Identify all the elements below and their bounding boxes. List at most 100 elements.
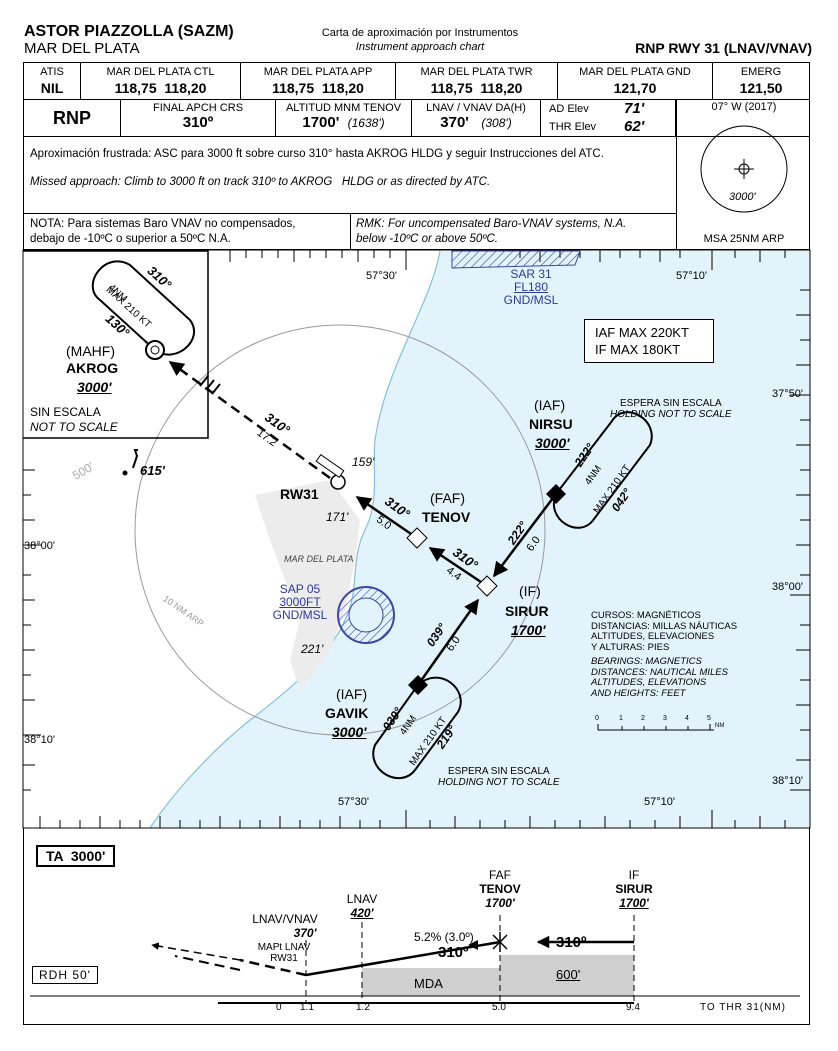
msa-circle — [700, 125, 788, 213]
speed-if: IF MAX 180KT — [595, 342, 681, 357]
profile-if-name: SIRUR — [615, 882, 653, 896]
nirsu-holding — [553, 411, 653, 529]
scale-4: 4 — [685, 715, 689, 722]
scale-5: 5 — [707, 715, 711, 722]
dist-1-2: 1.2 — [356, 1002, 370, 1013]
profile-glidepath — [305, 940, 501, 977]
obstacle-171: 171' — [326, 510, 349, 524]
gavik-nts-en: HOLDING NOT TO SCALE — [438, 777, 560, 788]
airport-name: ASTOR PIAZZOLLA (SAZM) — [24, 23, 234, 40]
sar31-limit: GND/MSL — [503, 293, 559, 307]
profile-mapt: MAPt LNAV RW31 — [254, 942, 314, 964]
profile-missed-3 — [174, 955, 241, 971]
ad-elev-label: AD Elev — [549, 103, 589, 115]
sap05-inner — [348, 597, 384, 633]
inset-nts-es: SIN ESCALA — [30, 405, 101, 419]
nirsu-tag: (IAF) — [534, 397, 566, 413]
comm-label: MAR DEL PLATA TWR — [420, 66, 533, 78]
sar31-level: FL180 — [513, 280, 549, 294]
sap05-label: SAP 05 3000FT GND/MSL — [262, 583, 338, 622]
ad-elev: 71' — [624, 100, 645, 117]
profile-lnav-alt: 420' — [350, 906, 374, 920]
if-name: SIRUR — [505, 603, 549, 619]
inset-nts-en: NOT TO SCALE — [30, 420, 118, 434]
nota-line-1: NOTA: Para sistemas Baro VNAV no compens… — [30, 218, 296, 230]
min-alt-box: ALTITUD MNM TENOV 1700' (1638') — [276, 100, 412, 136]
lat-ticks — [23, 289, 810, 791]
comm-value: NIL — [40, 80, 64, 96]
gavik-holding — [372, 676, 462, 780]
da-box: LNAV / VNAV DA(H) 370' (308') — [412, 100, 541, 136]
nirsu-name: NIRSU — [529, 416, 573, 432]
scale-unit: NM — [715, 723, 725, 729]
inset-alt: 3000' — [77, 379, 112, 395]
lon-label-right: 57°10' — [676, 270, 707, 282]
missed-approach-track — [168, 360, 331, 480]
briefing-row: RNP FINAL APCH CRS 310º ALTITUD MNM TENO… — [23, 99, 810, 137]
comm-twr: MAR DEL PLATA TWR 118,75 118,20 — [396, 63, 558, 100]
comm-gnd: MAR DEL PLATA GND 121,70 — [558, 63, 713, 100]
lat-label-bot-right: 38°10' — [772, 775, 803, 787]
scale-bar — [597, 724, 714, 731]
nirsu-track — [493, 493, 557, 578]
profile-gradient: 5.2% (3.0º) — [414, 930, 474, 944]
plan-frame — [22, 249, 811, 829]
comm-label: MAR DEL PLATA CTL — [106, 66, 215, 78]
da-values: 370' (308') — [412, 114, 540, 131]
comm-value: 121,50 — [739, 80, 783, 96]
profile-lnav-label: LNAV 420' — [336, 892, 388, 920]
rmk-line-1: RMK: For uncompensated Baro-VNAV systems… — [356, 218, 627, 230]
da-height: (308') — [481, 116, 512, 130]
scale-1: 1 — [619, 715, 623, 722]
obstacle-615-label: 615' — [140, 463, 165, 478]
missed-es-text: ASC para 3000 ft sobre curso 310° hasta … — [154, 148, 604, 160]
nota-es: NOTA: Para sistemas Baro VNAV no compens… — [30, 217, 295, 247]
missed-es-label: Aproximación frustrada: — [30, 148, 152, 160]
coastline — [149, 250, 441, 829]
speed-iaf: IAF MAX 220KT — [595, 325, 689, 340]
legend-es-3: ALTITUDES, ELEVACIONES — [591, 631, 715, 642]
inset-akrog: AKROG — [66, 360, 119, 376]
lat-label-bot-left: 38°10' — [24, 734, 55, 746]
sirur-fix — [476, 575, 498, 597]
profile-faf-tag: FAF — [488, 868, 511, 882]
legend-en-4: AND HEIGHTS: FEET — [591, 687, 686, 699]
akrog-fix — [145, 340, 165, 360]
speed-box: IAF MAX 220KT IF MAX 180KT — [584, 319, 714, 363]
profile-if-alt: 1700' — [619, 896, 649, 910]
final-crs-box: FINAL APCH CRS 310º — [121, 100, 276, 136]
nota-line-2: debajo de -10ºC o superior a 50ºC N.A. — [30, 233, 231, 245]
profile-crs-final: 310º — [438, 944, 469, 961]
lat-label-top: 37°50' — [772, 388, 803, 400]
comm-ctl: MAR DEL PLATA CTL 118,75 118,20 — [81, 63, 241, 100]
profile-faf-alt: 1700' — [485, 896, 515, 910]
inset-mahf: (MAHF) — [66, 343, 115, 359]
profile-lnav-tag: LNAV — [346, 892, 378, 906]
legend-en-3: ALTITUDES, ELEVATIONS — [591, 677, 707, 688]
legend-es-4: Y ALTURAS: PIES — [591, 641, 670, 653]
comms-row: ATIS NIL MAR DEL PLATA CTL 118,75 118,20… — [23, 62, 810, 100]
sar31-label: SAR 31 FL180 GND/MSL — [496, 268, 566, 307]
faf-cross — [492, 932, 508, 952]
profile-mapt-2: RW31 — [270, 953, 298, 964]
missed-en: Missed approach: Climb to 3000 ft on tra… — [30, 176, 491, 188]
thr-elev: 62' — [624, 118, 645, 135]
da-label: LNAV / VNAV DA(H) — [426, 102, 526, 114]
city-name: MAR DEL PLATA — [24, 40, 140, 57]
comm-value: 118,75 118,20 — [430, 80, 523, 96]
magvar: 07° W (2017) — [711, 101, 777, 113]
akrog-holding — [91, 260, 196, 356]
thr-elev-label: THR Elev — [549, 121, 597, 133]
chart-type-es: Carta de aproximación por Instrumentos — [321, 27, 519, 39]
obstacle-159: 159' — [352, 455, 375, 469]
city-label: MAR DEL PLATA — [284, 554, 354, 564]
elev-box: AD Elev 71' THR Elev 62' — [541, 100, 676, 136]
rmk-en: RMK: For uncompensated Baro-VNAV systems… — [356, 217, 626, 247]
sar31-area — [451, 250, 581, 269]
arp-10nm-ring — [134, 324, 546, 736]
sap05-level: 3000FT — [279, 595, 321, 609]
nirsu-fix — [546, 484, 566, 504]
legend-es-2: DISTANCIAS: MILLAS NÁUTICAS — [591, 620, 738, 632]
